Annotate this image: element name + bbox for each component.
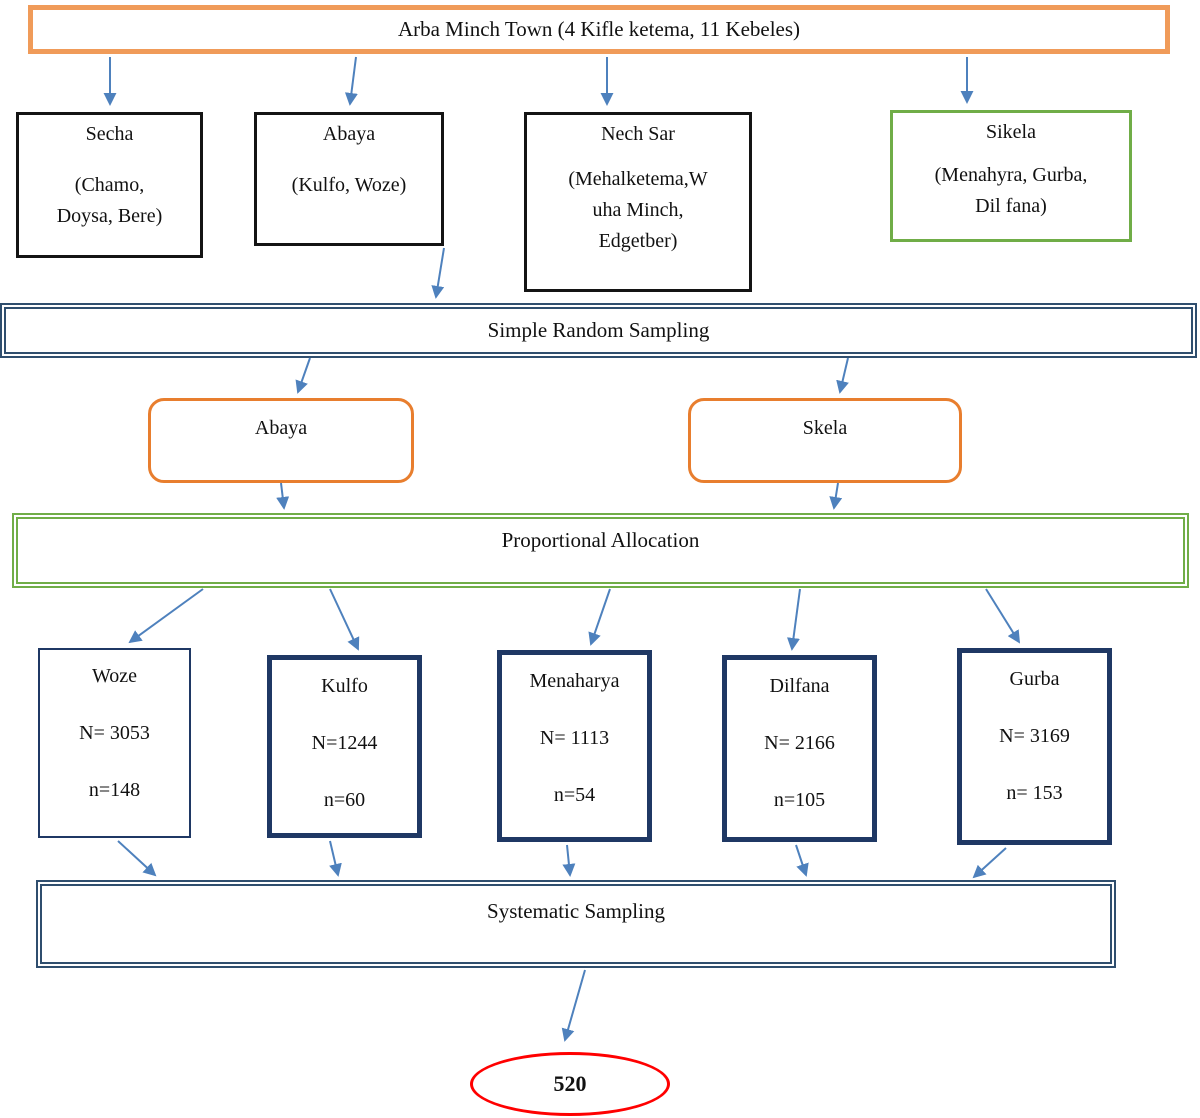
kifle-detail: (Kulfo, Woze) — [291, 174, 407, 196]
selected-box-abaya: Abaya — [148, 398, 414, 483]
kebele-name: Woze — [91, 665, 138, 687]
kifle-box-abaya: Abaya (Kulfo, Woze) — [254, 112, 444, 246]
kifle-name: Sikela — [986, 121, 1036, 143]
selected-label: Abaya — [254, 417, 308, 439]
flow-arrow-srs-skela — [836, 357, 849, 394]
kebele-population: N= 2166 — [764, 732, 835, 754]
total-sample-ellipse: 520 — [470, 1052, 670, 1116]
kifle-box-nech-sar: Nech Sar (Mehalketema,W uha Minch, Edget… — [524, 112, 752, 292]
selected-label: Skela — [802, 417, 848, 439]
flow-arrow-pa-menaharya — [588, 588, 611, 646]
kifle-detail: (Mehalketema,W uha Minch, Edgetber) — [568, 168, 708, 252]
flow-arrow-gurba-ss — [972, 847, 1007, 879]
flow-arrow-pa-dilfana — [787, 588, 801, 651]
stage-simple-random-sampling: Simple Random Sampling — [0, 303, 1197, 358]
kebele-box-menaharya: Menaharya N= 1113 n=54 — [497, 650, 652, 842]
kebele-population: N=1244 — [311, 732, 378, 754]
kebele-name: Dilfana — [769, 675, 830, 697]
kifle-name: Abaya — [322, 123, 376, 145]
flow-arrow-kulfo-ss — [329, 840, 342, 877]
kebele-box-gurba: Gurba N= 3169 n= 153 — [957, 648, 1112, 845]
kifle-detail: (Menahyra, Gurba, Dil fana) — [934, 164, 1088, 217]
stage-systematic-sampling: Systematic Sampling — [36, 880, 1116, 968]
kebele-sample: n= 153 — [1006, 782, 1063, 804]
kebele-name: Gurba — [1009, 668, 1060, 690]
kebele-name: Menaharya — [529, 670, 620, 692]
kifle-detail: (Chamo, Doysa, Bere) — [56, 174, 163, 227]
selected-box-skela: Skela — [688, 398, 962, 483]
stage-label: Simple Random Sampling — [487, 318, 710, 342]
flow-arrow-abaya-srs — [431, 247, 445, 299]
kifle-name: Secha — [85, 123, 134, 145]
flow-arrow-woze-ss — [117, 840, 157, 877]
kebele-population: N= 3169 — [999, 725, 1070, 747]
kebele-sample: n=105 — [773, 789, 826, 811]
flow-arrow-menaharya-ss — [562, 844, 576, 877]
kebele-sample: n=54 — [553, 784, 596, 806]
flow-arrow-srs-abaya — [295, 357, 311, 394]
kebele-population: N= 3053 — [79, 722, 150, 744]
kifle-name: Nech Sar — [601, 123, 675, 145]
kebele-sample: n=60 — [323, 789, 366, 811]
town-box: Arba Minch Town (4 Kifle ketema, 11 Kebe… — [28, 5, 1170, 54]
kebele-sample: n=148 — [88, 779, 141, 801]
flow-arrow-pa-kulfo — [329, 588, 360, 651]
stage-label: Systematic Sampling — [487, 899, 665, 923]
flow-arrow-pa-woze — [128, 588, 204, 644]
flow-arrow-dilfana-ss — [795, 844, 809, 877]
flow-arrow-skela-pa — [829, 482, 843, 510]
kifle-box-sikela: Sikela (Menahyra, Gurba, Dil fana) — [890, 110, 1132, 242]
kebele-population: N= 1113 — [539, 727, 610, 749]
flow-arrow-pa-gurba — [985, 588, 1021, 644]
kifle-box-secha: Secha (Chamo, Doysa, Bere) — [16, 112, 203, 258]
stage-proportional-allocation: Proportional Allocation — [12, 513, 1189, 588]
flow-arrow-abaya-pa — [276, 482, 290, 510]
total-sample-value: 520 — [553, 1071, 587, 1096]
kebele-box-dilfana: Dilfana N= 2166 n=105 — [722, 655, 877, 842]
flow-arrow-ss-total — [561, 969, 586, 1042]
kebele-name: Kulfo — [321, 675, 368, 697]
kebele-box-woze: Woze N= 3053 n=148 — [38, 648, 191, 838]
kebele-box-kulfo: Kulfo N=1244 n=60 — [267, 655, 422, 838]
town-label: Arba Minch Town (4 Kifle ketema, 11 Kebe… — [397, 17, 801, 41]
flow-arrow-town-abaya — [344, 56, 358, 106]
stage-label: Proportional Allocation — [501, 528, 700, 552]
